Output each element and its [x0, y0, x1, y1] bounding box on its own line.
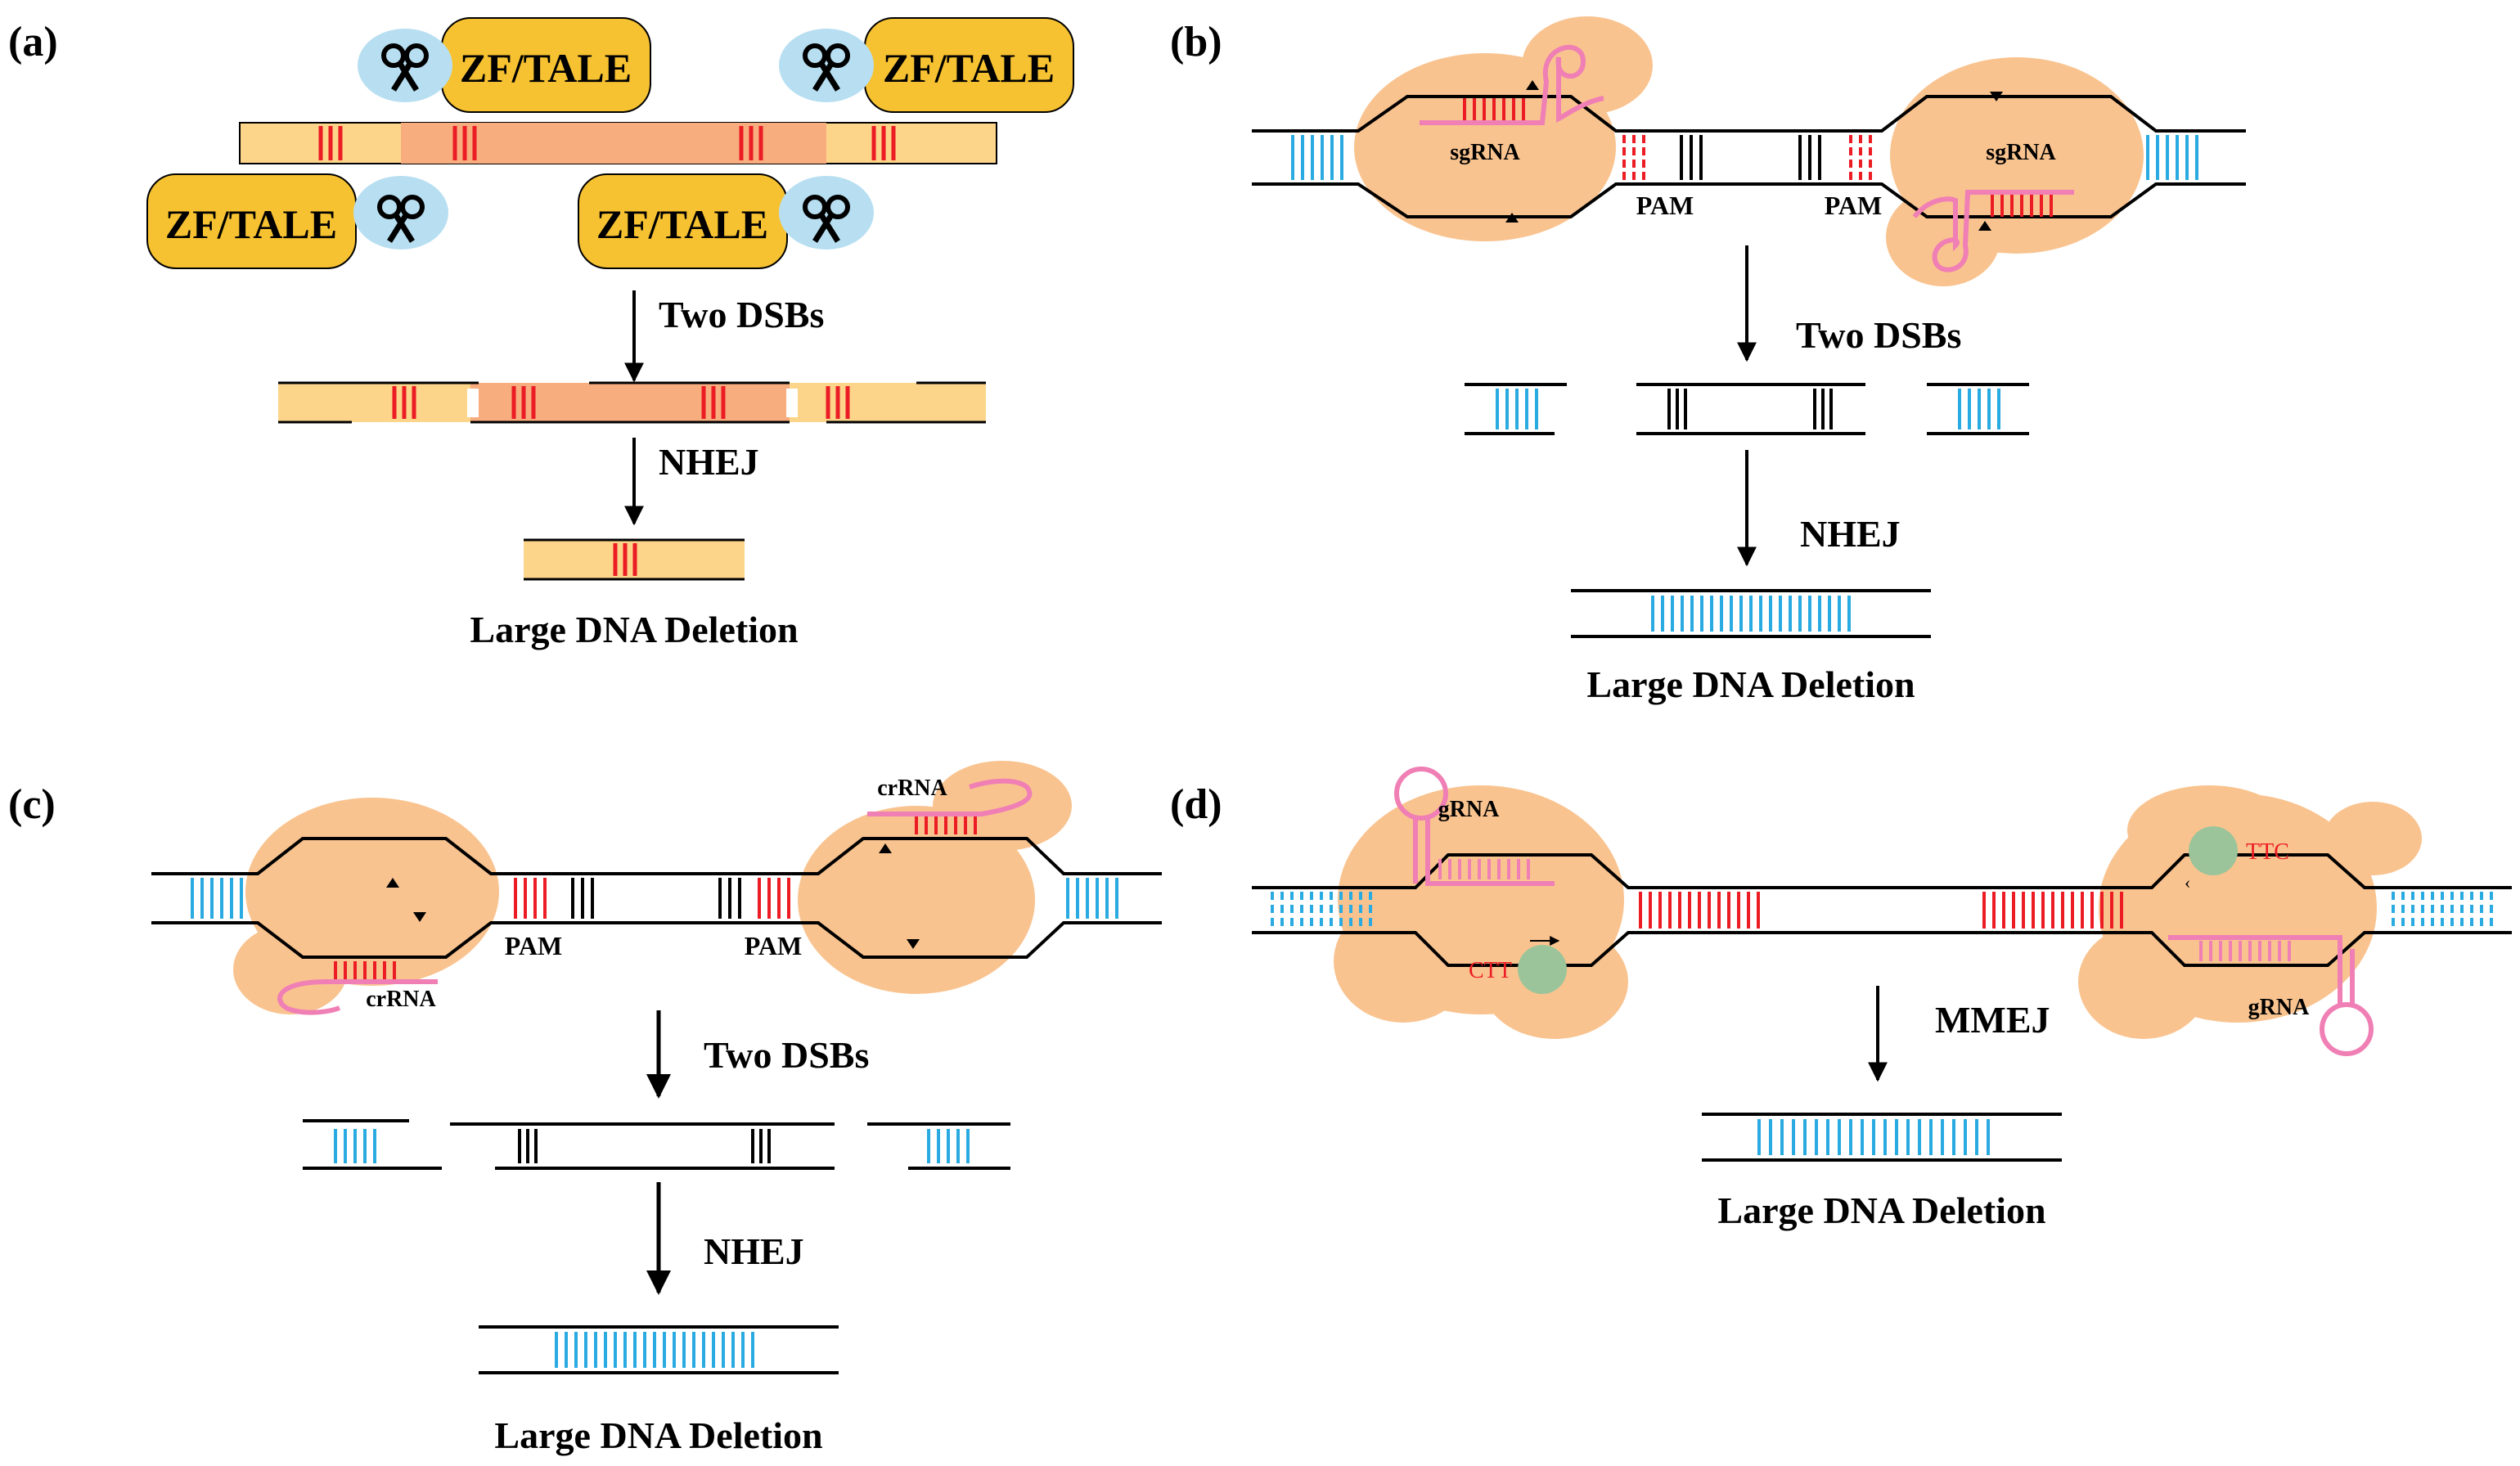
grna-right: [2168, 935, 2374, 1056]
cas-complex-blob: [1334, 785, 2422, 1039]
pam-label-left: PAM: [1636, 191, 1694, 220]
result-label: Large DNA Deletion: [494, 1414, 822, 1456]
motif-label-left: CTT: [1469, 958, 1512, 983]
step-label-repair: MMEJ: [1935, 999, 2050, 1041]
panel-a: (a) ZF/TALE ZF/TALE ZF/TALE: [8, 17, 1074, 650]
result-label: Large DNA Deletion: [470, 609, 798, 650]
svg-text:ZF/TALE: ZF/TALE: [165, 201, 337, 247]
zf-broken-fragments: [278, 381, 986, 424]
cas12-protein-blob: [233, 761, 1072, 1014]
crrna-left: [277, 878, 438, 1015]
cas9-broken-fragments: [1465, 383, 2029, 435]
pam-label-right: PAM: [745, 931, 802, 960]
panel-d-label: (d): [1170, 781, 1222, 828]
zf-repaired-dna: [524, 538, 745, 581]
panel-b: (b): [1170, 16, 2246, 705]
zf-tale-protein-bottom-right: ZF/TALE: [578, 173, 788, 269]
exonuclease-right: [2189, 826, 2238, 875]
step-label-dsb: Two DSBs: [1796, 314, 1961, 356]
svg-text:ZF/TALE: ZF/TALE: [883, 45, 1055, 91]
sgrna-left: [1420, 44, 1604, 223]
mmej-repaired-dna: [1702, 1113, 2062, 1162]
pam-label-right: PAM: [1825, 191, 1882, 220]
sgrna-label-left: sgRNA: [1450, 140, 1520, 165]
grna-left: [1394, 767, 1555, 886]
cas9-repaired-dna: [1571, 589, 1931, 638]
panel-c: (c): [8, 761, 1162, 1456]
fok-scissors-icon: [353, 29, 874, 250]
pam-label-left: PAM: [505, 931, 562, 960]
svg-text:ZF/TALE: ZF/TALE: [460, 45, 632, 91]
step-label-repair: NHEJ: [1800, 513, 1901, 555]
step-label-repair: NHEJ: [704, 1230, 804, 1272]
result-label: Large DNA Deletion: [1586, 663, 1915, 705]
zf-dna-strip: [239, 122, 997, 164]
zf-tale-protein-bottom-left: ZF/TALE: [146, 173, 357, 269]
cas12-repaired-dna: [479, 1325, 839, 1374]
step-label-dsb: Two DSBs: [659, 294, 824, 335]
panel-b-label: (b): [1170, 19, 1222, 65]
exonuclease-left: [1518, 945, 1567, 994]
panel-a-label: (a): [8, 19, 58, 65]
motif-label-right: TTC: [2246, 839, 2289, 865]
panel-c-label: (c): [8, 781, 56, 828]
panel-d: (d): [1170, 767, 2512, 1231]
mmej-target-dna: [1252, 853, 2512, 967]
crrna-right: [867, 778, 1033, 949]
crrna-label-right: crRNA: [877, 776, 947, 801]
cas12-broken-fragments: [303, 1119, 1010, 1170]
cas9-target-dna: [1252, 95, 2246, 218]
direction-arrow-icon: ‹: [2185, 872, 2190, 893]
grna-label-right: gRNA: [2248, 995, 2310, 1020]
svg-text:ZF/TALE: ZF/TALE: [596, 201, 768, 247]
crrna-label-left: crRNA: [366, 987, 436, 1012]
zf-tale-protein-top-right: ZF/TALE: [864, 17, 1074, 113]
zf-tale-protein-top-left: ZF/TALE: [441, 17, 651, 113]
grna-label-left: gRNA: [1438, 797, 1500, 822]
sgrna-right: [1912, 92, 2074, 272]
step-label-repair: NHEJ: [659, 441, 759, 483]
sgrna-label-right: sgRNA: [1986, 140, 2056, 165]
cas12-target-dna: [151, 837, 1162, 959]
result-label: Large DNA Deletion: [1717, 1189, 2045, 1231]
step-label-dsb: Two DSBs: [704, 1034, 869, 1076]
